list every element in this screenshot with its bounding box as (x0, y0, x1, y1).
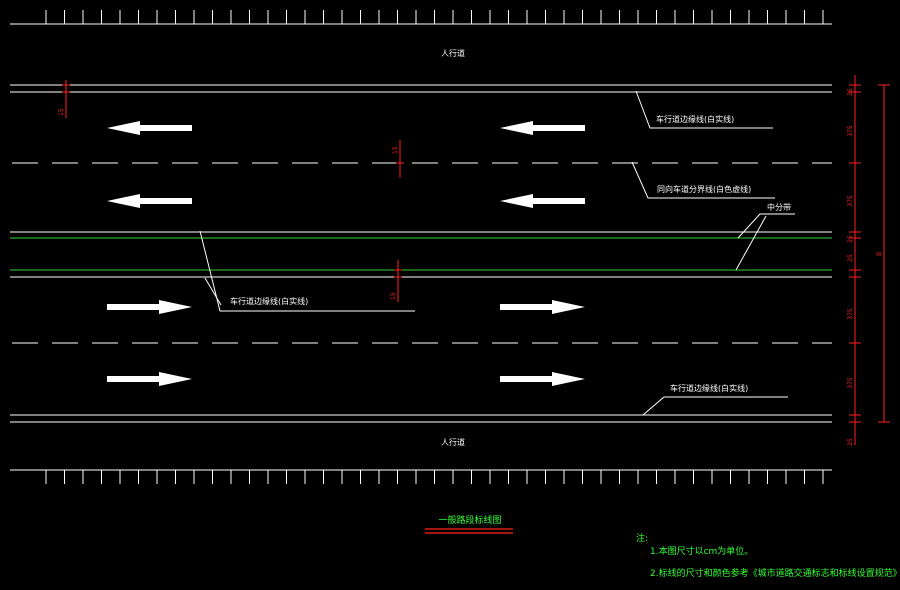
arrow-left-4 (500, 194, 585, 208)
lane-divider-label: 同向车道分界线(白色虚线) (657, 184, 751, 194)
drawing-title: 一般路段标线图 (438, 514, 501, 526)
edge-line-bottom-label: 车行道边缘线(白实线) (670, 383, 748, 393)
leader-edge-bottom (642, 396, 788, 416)
dim-right-text: 25 (847, 254, 854, 262)
leader-edge-top (635, 90, 773, 129)
median-label: 中分带 (767, 202, 791, 212)
leader-edge-middle-2 (204, 277, 222, 306)
dim-right-texts: 25 375 375 25 25 375 375 25 (847, 88, 854, 446)
dim-right-ticks (849, 84, 861, 423)
leader-lane-divider (631, 161, 775, 199)
arrow-right-1 (107, 300, 192, 314)
leader-median (737, 213, 795, 239)
dim-center-mid-text: 15 (390, 292, 397, 300)
dim-center-top-text: 15 (392, 146, 399, 154)
road-lines (10, 84, 832, 423)
sidewalk-label-top: 人行道 (441, 48, 465, 58)
leader-lines (199, 90, 795, 416)
dimension-marks (62, 75, 890, 445)
top-sidewalk-ruler (10, 10, 832, 25)
leader-edge-middle (199, 230, 415, 312)
dim-right-text: 375 (847, 308, 854, 320)
leader-median-2 (735, 215, 767, 271)
notes-heading: 注: (636, 532, 648, 544)
sidewalk-label-bottom: 人行道 (441, 437, 465, 447)
note-2: 2.标线的尺寸和颜色参考《城市道路交通标志和标线设置规范》GB 51038-20… (650, 567, 900, 579)
dim-left-text: 15 (58, 108, 65, 116)
arrow-left-1 (107, 121, 192, 135)
arrow-right-3 (107, 372, 192, 386)
bottom-sidewalk-ruler (10, 469, 832, 484)
arrow-left-3 (107, 194, 192, 208)
median-lines (10, 237, 832, 271)
dim-total-text: B (876, 252, 883, 256)
edge-line-top-label: 车行道边缘线(白实线) (656, 114, 734, 124)
note-1: 1.本图尺寸以cm为单位。 (650, 545, 753, 557)
arrow-right-2 (500, 300, 585, 314)
edge-line-middle-label: 车行道边缘线(白实线) (230, 296, 308, 306)
direction-arrows (107, 121, 585, 386)
dim-right-text: 25 (847, 235, 854, 243)
arrow-left-2 (500, 121, 585, 135)
dim-right-text: 375 (847, 125, 854, 137)
dim-right-text: 25 (847, 438, 854, 446)
dim-right-text: 375 (847, 195, 854, 207)
dim-right-text: 25 (847, 88, 854, 96)
dim-right-text: 375 (847, 377, 854, 389)
lane-dividers (12, 162, 832, 344)
arrow-right-4 (500, 372, 585, 386)
